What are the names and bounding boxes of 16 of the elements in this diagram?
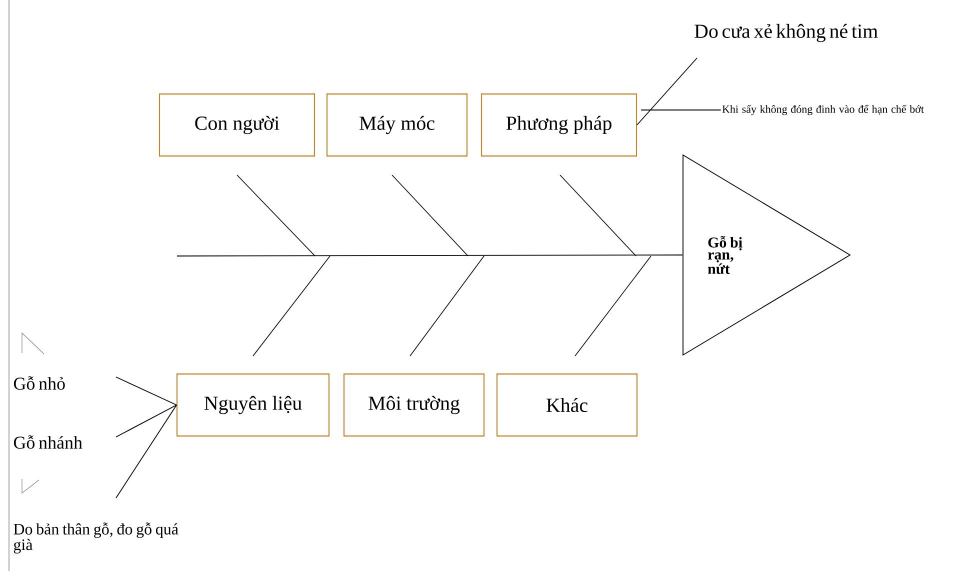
leader-line [116,376,177,406]
leader-line [116,404,177,438]
cause-text: Gỗ nhánh [14,435,82,449]
leader-line [116,404,177,498]
category-box: Máy móc [326,94,468,156]
cause-text: Gỗ nhỏ [14,376,65,390]
cause-text: Do bản thân gỗ, đo gỗ quá già [14,522,178,554]
fish-spine [176,254,683,256]
category-box: Khác [496,374,638,436]
cause-text: Khi sấy không đóng đinh vào để hạn chế bớt [722,104,924,116]
leader-line [636,58,698,126]
category-box: Phương pháp [481,94,637,156]
cause-text: Do cưa xẻ không né tim [694,24,878,42]
category-box: Con người [159,94,315,156]
category-box: Nguyên liệu [176,374,330,436]
category-box: Môi trường [344,374,484,436]
